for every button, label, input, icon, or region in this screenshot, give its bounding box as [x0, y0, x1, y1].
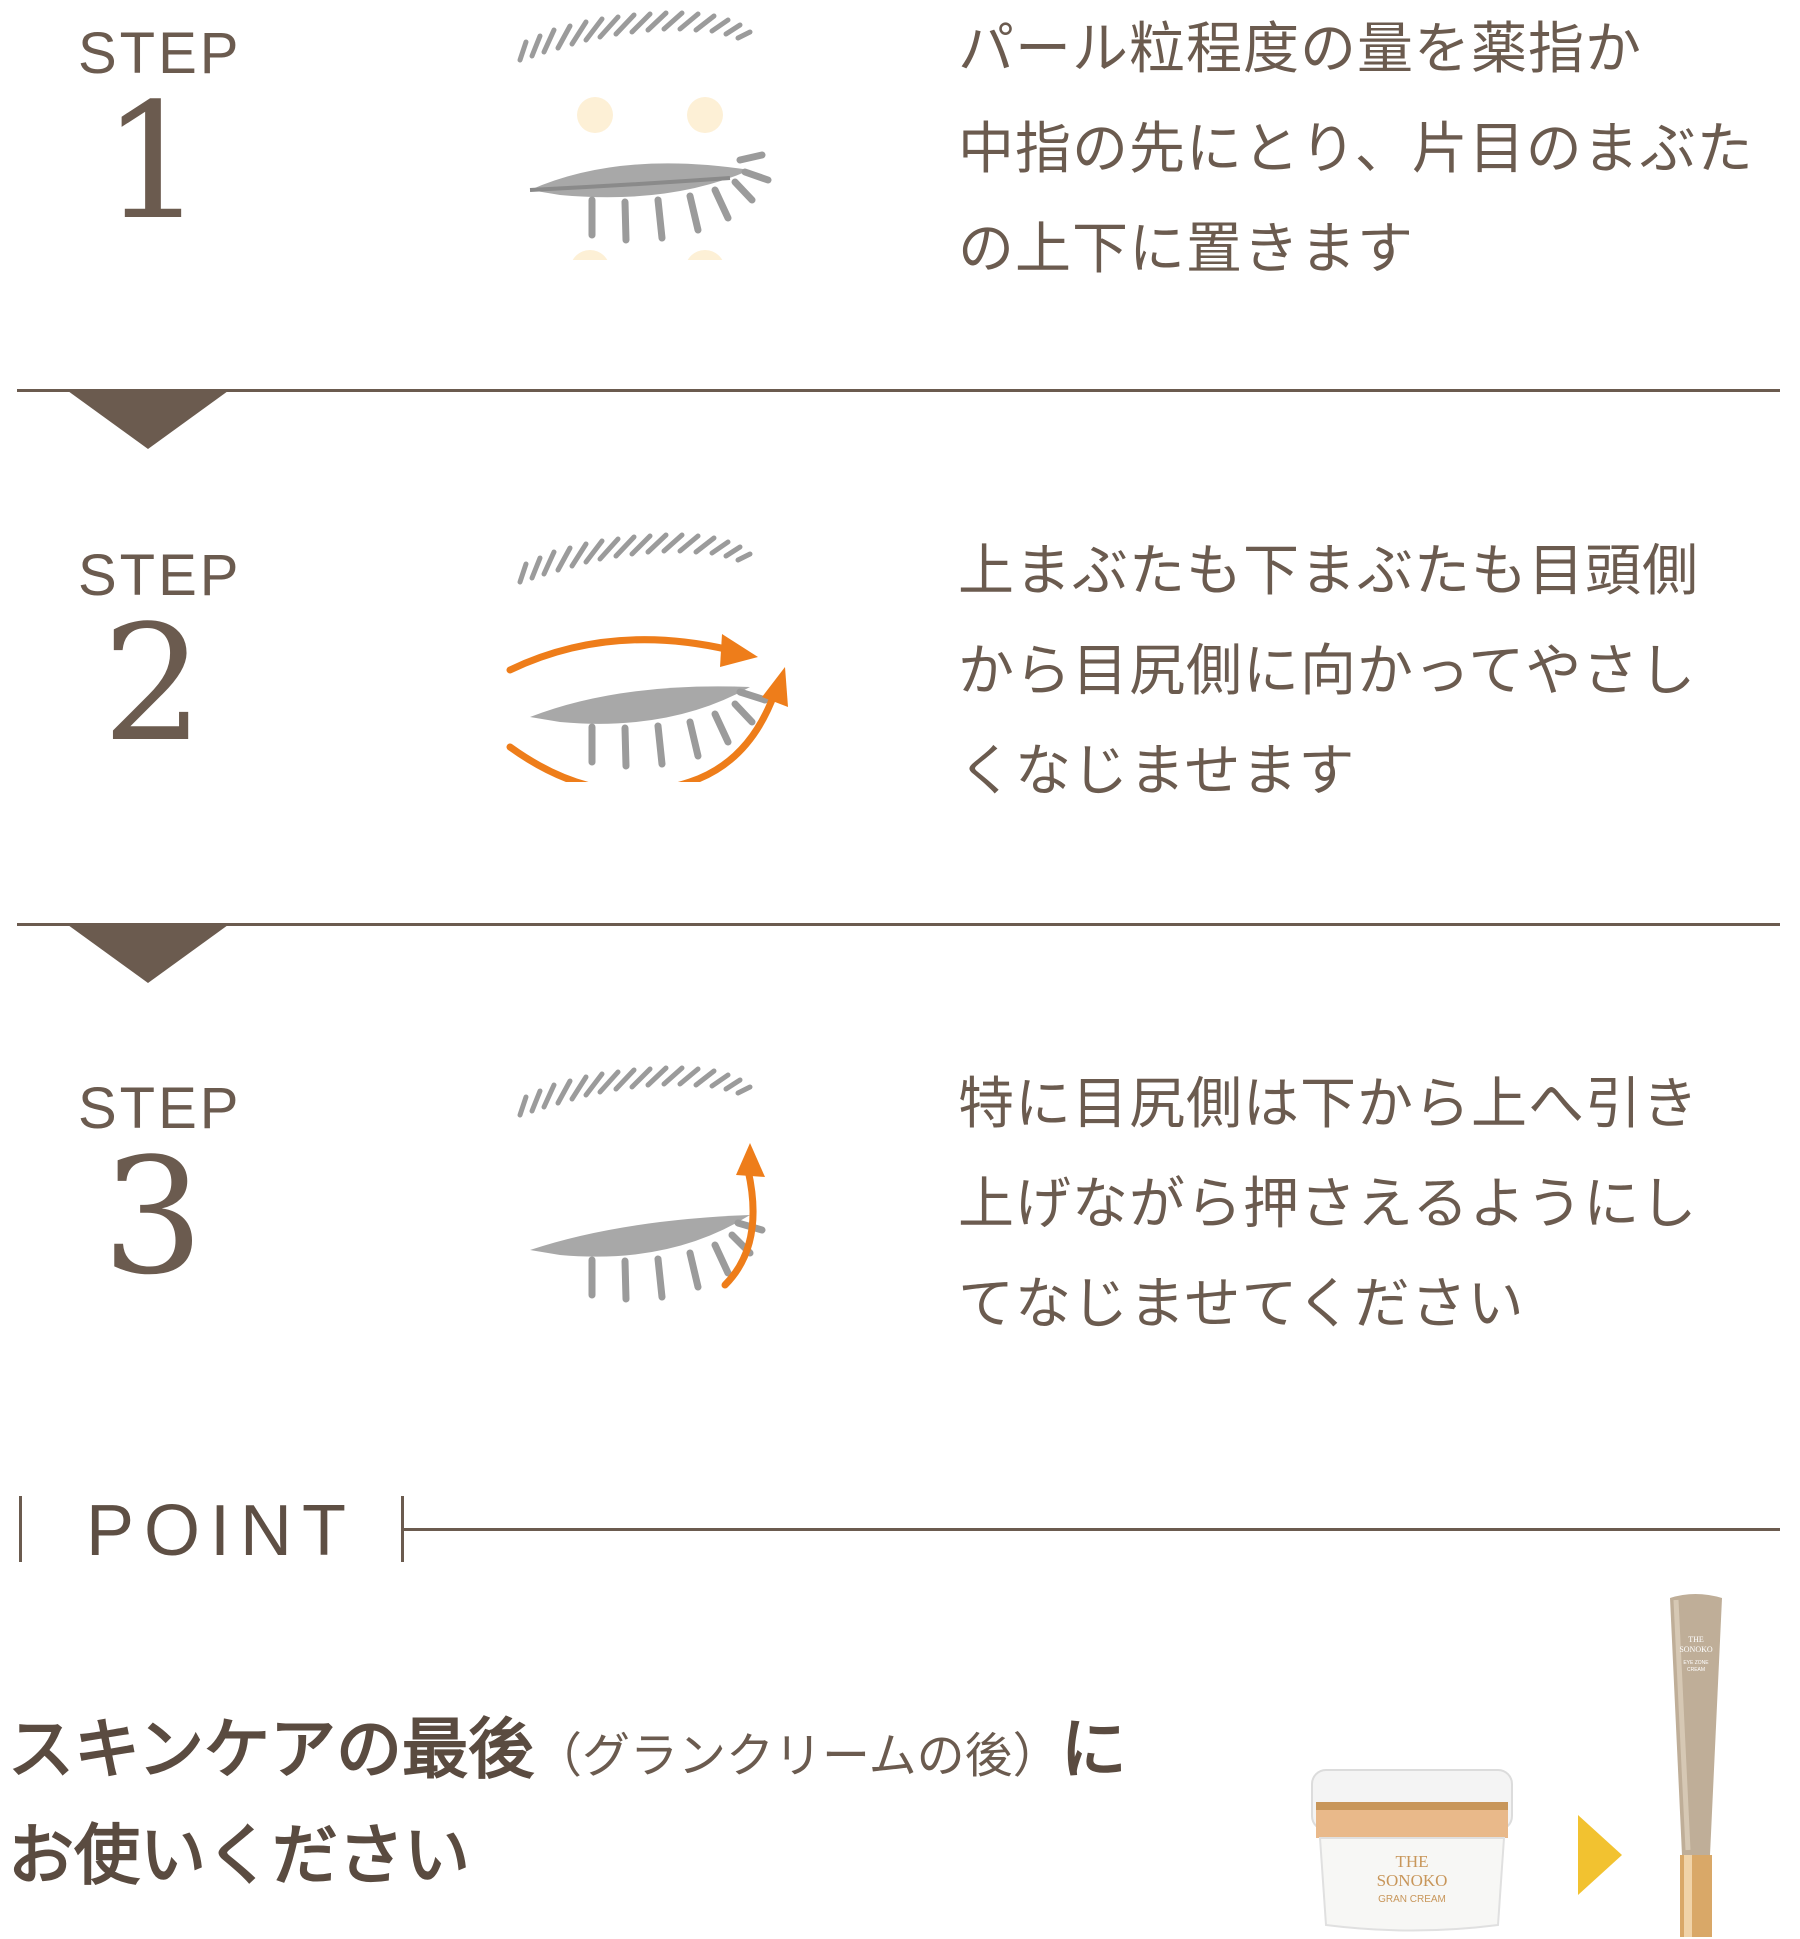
lower-arrow-icon	[506, 688, 779, 782]
point-rule	[401, 1528, 1780, 1531]
step-2-number: 2	[102, 590, 204, 777]
step-1-line-3: の上下に置きます	[958, 217, 1414, 282]
point-message: スキンケアの最後（グランクリームの後）に お使いください	[8, 1700, 1238, 1906]
tube-name-line-1: EYE ZONE	[1683, 1660, 1709, 1666]
closed-eye-icon	[530, 686, 769, 770]
step-1: STEP 1 パール粒程度の量を薬指か 中	[0, 0, 1800, 330]
step-3-line-2: 上げながら押さえるようにし	[958, 1172, 1698, 1237]
closed-eye-icon	[529, 151, 772, 244]
down-arrow-icon	[68, 391, 228, 449]
eyebrow-icon	[517, 1065, 753, 1118]
jar-product-name: GRAN CREAM	[1378, 1894, 1446, 1905]
eye-zone-cream-tube-image: THE SONOKO EYE ZONE CREAM	[1670, 1594, 1722, 1937]
step-2-line-3: くなじませます	[958, 739, 1356, 804]
product-images: THE SONOKO GRAN CREAM THE SONOKO EYE ZON…	[1311, 1594, 1722, 1937]
eyebrow-icon	[517, 10, 753, 63]
eye-with-upward-arrow-illustration	[517, 1065, 766, 1303]
step-3: STEP 3 特に目尻側は下から上へ引き 上げながら押さえるようにし	[0, 1055, 1800, 1385]
point-main-text: スキンケアの最後	[8, 1711, 535, 1788]
step-3-instructions: 特に目尻側は下から上へ引き 上げながら押さえるようにし てなじませてください	[958, 1055, 1778, 1355]
step-3-number: 3	[102, 1123, 204, 1310]
step-3-line-1: 特に目尻側は下から上へ引き	[958, 1072, 1699, 1137]
cream-dot-lower-right	[687, 250, 723, 260]
step-2-line-2: から目尻側に向かってやさし	[958, 639, 1697, 704]
point-title: POINT	[86, 1491, 357, 1571]
step-3-label: STEP	[78, 1076, 242, 1141]
divider-1	[17, 389, 1780, 392]
step-2: STEP 2 上まぶたも下まぶたも目頭側 から目尻側に向	[0, 522, 1800, 852]
tube-brand-line-1: THE	[1688, 1635, 1704, 1644]
step-2-line-1: 上まぶたも下まぶたも目頭側	[958, 539, 1699, 604]
right-arrow-icon	[1578, 1815, 1622, 1895]
step-2-instructions: 上まぶたも下まぶたも目頭側 から目尻側に向かってやさし くなじませます	[958, 522, 1778, 822]
gran-cream-jar-image: THE SONOKO GRAN CREAM	[1311, 1769, 1513, 1932]
jar-brand-line-2: SONOKO	[1377, 1871, 1448, 1890]
divider-2	[17, 923, 1780, 926]
tube-name-line-2: CREAM	[1687, 1667, 1705, 1673]
step-3-line-3: てなじませてください	[958, 1272, 1525, 1337]
down-arrow-icon	[68, 925, 228, 983]
jar-brand-line-1: THE	[1395, 1852, 1428, 1871]
upward-arrow-icon	[721, 1166, 757, 1289]
cream-dot-upper-right	[687, 97, 723, 133]
step-1-label: STEP	[78, 21, 242, 86]
eye-with-arrows-illustration	[506, 532, 788, 782]
point-message-line-1: スキンケアの最後（グランクリームの後）に	[8, 1700, 1238, 1806]
step-1-line-2: 中指の先にとり、片目のまぶた	[958, 117, 1754, 182]
point-paren-text: （グランクリームの後）	[534, 1728, 1061, 1784]
cream-dot-upper-left	[577, 97, 613, 133]
point-left-bar	[19, 1496, 22, 1562]
eyebrow-icon	[517, 532, 753, 585]
step-1-instructions: パール粒程度の量を薬指か 中指の先にとり、片目のまぶた の上下に置きます	[958, 0, 1778, 300]
point-message-line-2: お使いください	[8, 1817, 470, 1894]
cream-dot-lower-left	[572, 250, 608, 260]
upper-arrow-icon	[506, 636, 734, 674]
step-2-label: STEP	[78, 543, 242, 608]
eye-with-dots-illustration	[517, 10, 772, 260]
step-1-line-1: パール粒程度の量を薬指か	[958, 17, 1642, 82]
point-end-text: に	[1060, 1711, 1127, 1788]
step-1-number: 1	[102, 68, 204, 255]
tube-brand-line-2: SONOKO	[1679, 1645, 1713, 1654]
